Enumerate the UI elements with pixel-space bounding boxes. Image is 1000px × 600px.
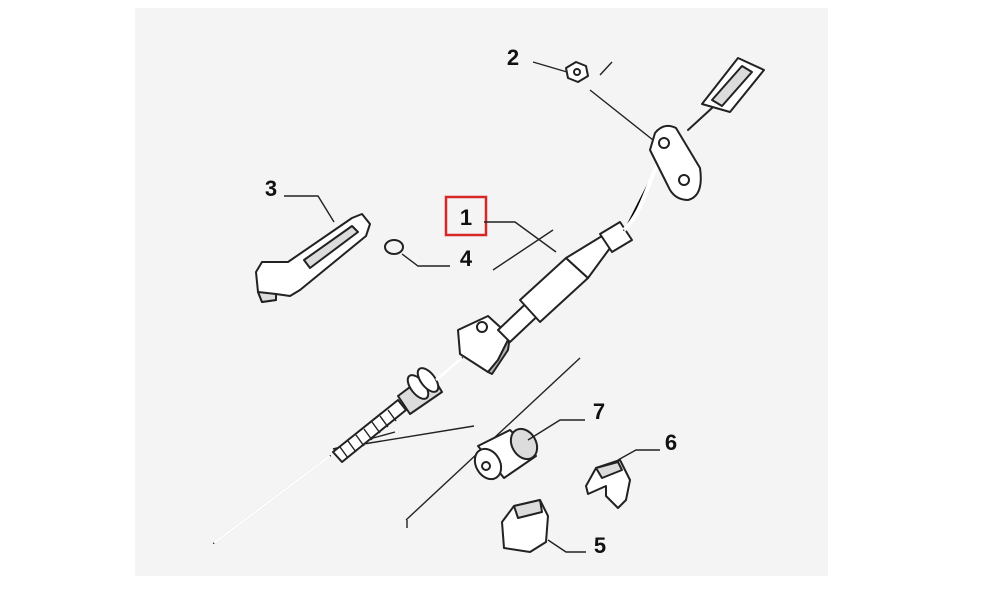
callout-1[interactable]: 1: [460, 205, 472, 230]
callout-6[interactable]: 6: [665, 430, 677, 455]
clip-part-6[interactable]: [585, 449, 660, 509]
callout-4[interactable]: 4: [460, 246, 473, 271]
bushing-part-7[interactable]: [470, 419, 585, 484]
callout-2[interactable]: 2: [507, 45, 519, 70]
highlight-box-part-1: [444, 195, 488, 237]
callout-5[interactable]: 5: [594, 533, 606, 558]
o-ring-part-4[interactable]: [384, 239, 450, 267]
callout-7[interactable]: 7: [593, 399, 605, 424]
cable-assembly-part-1[interactable]: [213, 57, 765, 544]
leader-line-part-1: [484, 221, 557, 253]
lever-part-3[interactable]: [255, 195, 371, 303]
clip-part-5[interactable]: [501, 499, 586, 553]
nut-part-2[interactable]: [532, 61, 589, 83]
callout-3[interactable]: 3: [265, 176, 277, 201]
